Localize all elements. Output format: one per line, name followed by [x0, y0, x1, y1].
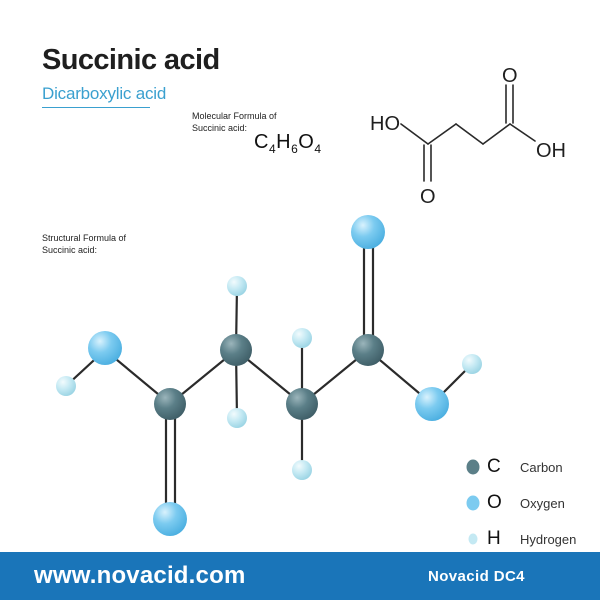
formula-element-c: C — [254, 131, 269, 153]
page-title: Succinic acid — [42, 44, 220, 76]
legend-item-hydrogen: H Hydrogen — [466, 528, 576, 550]
skeletal-bottom-o-label: O — [420, 186, 436, 208]
molecular-formula-label-line1: Molecular Formula of — [192, 111, 277, 121]
skeletal-oh-label: OH — [536, 140, 566, 162]
formula-element-o: O — [298, 131, 315, 153]
molecular-formula: C4H6O4 — [254, 131, 322, 156]
model-atom-hydrogen — [462, 354, 482, 374]
model-atom-oxygen — [88, 331, 122, 365]
legend-symbol: C — [487, 456, 501, 477]
skeletal-bond — [400, 123, 429, 145]
model-atom-carbon — [220, 334, 252, 366]
formula-count-o: 4 — [314, 142, 322, 156]
structural-formula-label: Structural Formula of Succinic acid: — [42, 232, 162, 256]
legend-item-oxygen: O Oxygen — [466, 492, 565, 514]
formula-count-c: 4 — [268, 142, 277, 156]
model-atom-oxygen — [153, 502, 187, 536]
model-atom-hydrogen — [227, 408, 247, 428]
footer-brand: Novacid DC4 — [428, 568, 525, 585]
skeletal-bond — [455, 123, 484, 145]
model-atom-hydrogen — [292, 460, 312, 480]
formula-count-h: 6 — [291, 142, 299, 156]
legend-symbol: O — [487, 492, 502, 513]
legend-name: Oxygen — [520, 495, 565, 511]
skeletal-bond — [482, 123, 511, 145]
skeletal-bond — [509, 123, 536, 142]
model-atom-hydrogen — [292, 328, 312, 348]
formula-element-h: H — [276, 131, 292, 153]
footer-url-link[interactable]: www.novacid.com — [34, 562, 246, 589]
legend-name: Hydrogen — [520, 531, 577, 547]
structural-formula-label-line2: Succinic acid: — [42, 245, 98, 255]
structural-formula-label-line1: Structural Formula of — [42, 233, 127, 243]
skeletal-top-o-label: O — [502, 65, 518, 87]
molecular-formula-label: Molecular Formula of Succinic acid: — [192, 110, 312, 134]
subtitle-underline — [42, 107, 150, 108]
oxygen-atom-icon — [466, 495, 480, 511]
skeletal-ho-label: HO — [370, 113, 400, 135]
model-atom-carbon — [352, 334, 384, 366]
molecular-formula-label-line2: Succinic acid: — [192, 123, 248, 133]
model-atom-oxygen — [351, 215, 385, 249]
footer-bar — [0, 552, 600, 600]
model-atom-carbon — [154, 388, 186, 420]
model-atom-oxygen — [415, 387, 449, 421]
legend-name: Carbon — [520, 459, 563, 475]
hydrogen-atom-icon — [468, 533, 478, 545]
model-atom-carbon — [286, 388, 318, 420]
carbon-atom-icon — [466, 459, 480, 475]
model-atom-hydrogen — [56, 376, 76, 396]
model-atom-hydrogen — [227, 276, 247, 296]
legend-item-carbon: C Carbon — [466, 456, 563, 478]
page-subtitle: Dicarboxylic acid — [42, 84, 167, 103]
legend-symbol: H — [487, 528, 501, 549]
skeletal-bond — [427, 123, 457, 145]
